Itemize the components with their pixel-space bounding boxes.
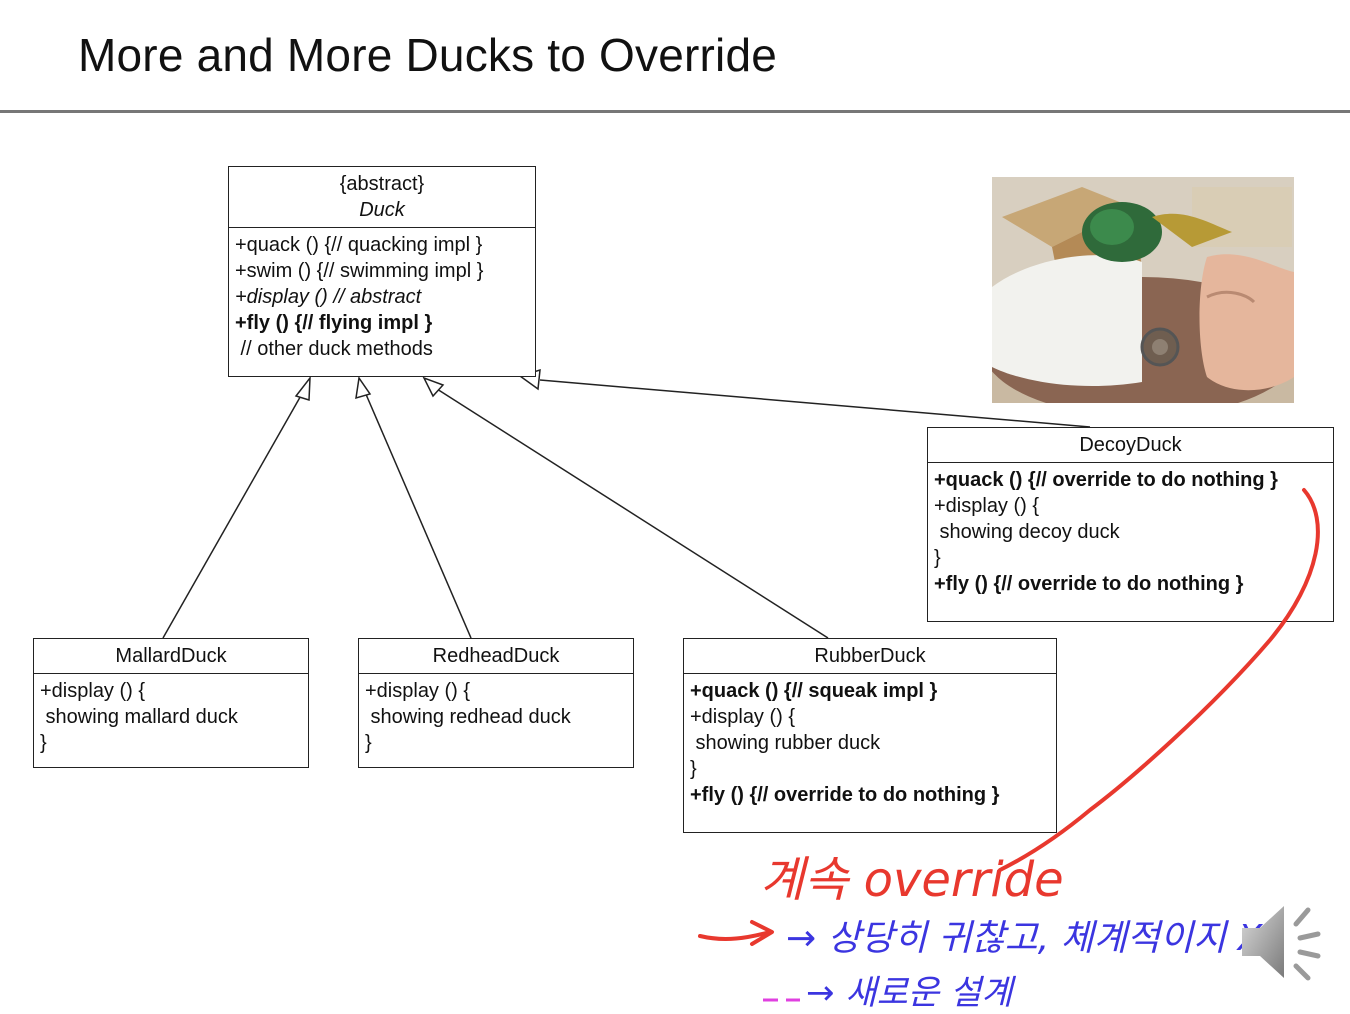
red-arrow-icon	[700, 922, 772, 944]
override-arrow-curve	[1000, 490, 1318, 870]
handwritten-line-1: 계속 override	[760, 852, 1064, 908]
handwritten-line-2: → 상당히 귀찮고, 체계적이지 X	[786, 918, 1264, 959]
handwritten-line-3: → 새로운 설계	[806, 973, 1016, 1013]
speaker-icon[interactable]	[1238, 898, 1328, 988]
